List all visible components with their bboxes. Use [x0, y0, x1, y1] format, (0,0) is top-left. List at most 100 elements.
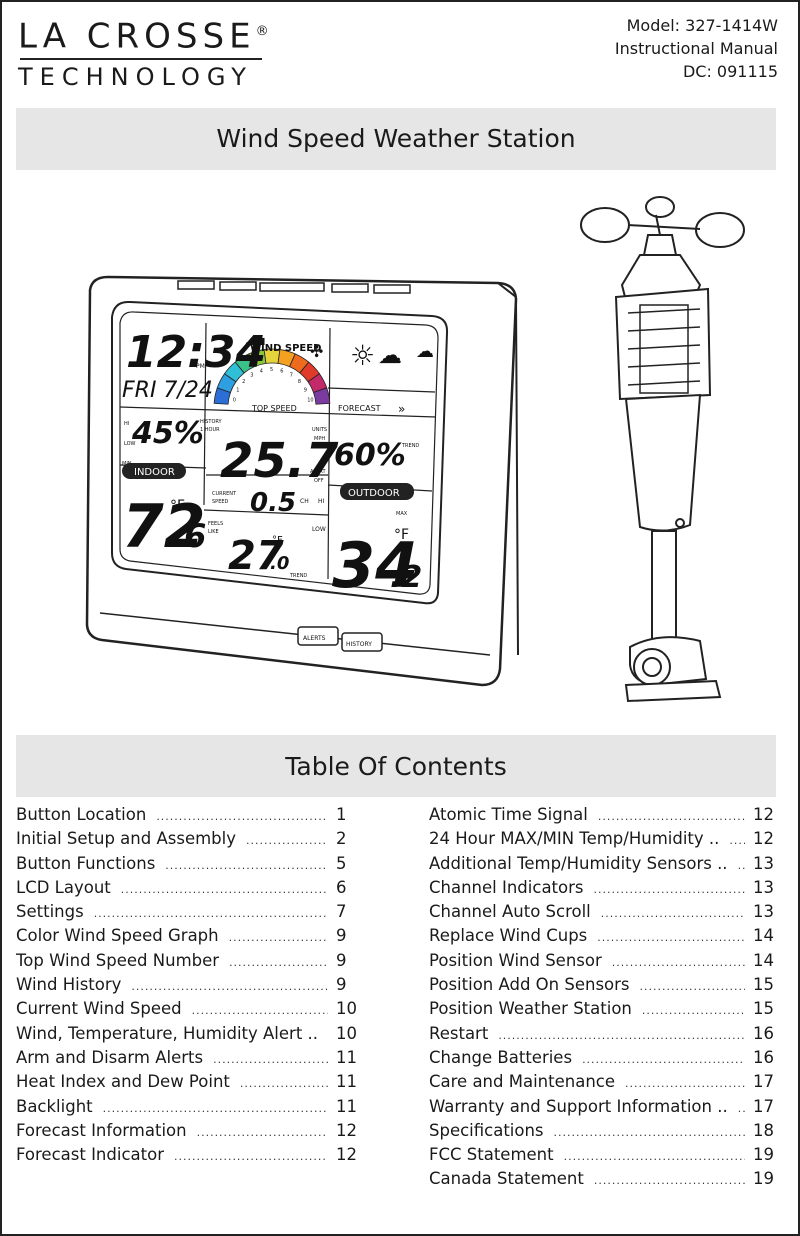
wind-speed-label: WIND SPEED [250, 343, 321, 354]
current-speed-label-2: SPEED [212, 499, 229, 505]
feels-like-unit: °F [272, 535, 283, 546]
toc-entry[interactable]: Arm and Disarm Alerts11 [16, 1048, 362, 1072]
toc-entry-page: 11 [336, 1096, 357, 1116]
brand-logo: LA CROSSE® TECHNOLOGY [18, 14, 269, 90]
toc-leader-dots [197, 1126, 328, 1139]
toc-entry[interactable]: Forecast Indicator12 [16, 1145, 362, 1169]
toc-entry[interactable]: Wind, Temperature, Humidity Alert ..10 [16, 1024, 362, 1048]
toc-entry-page: 14 [753, 926, 774, 946]
toc-entry-title: Current Wind Speed [16, 999, 182, 1019]
toc-entry-title: Channel Indicators [429, 877, 584, 897]
toc-entry-title: Backlight [16, 1096, 93, 1116]
toc-entry[interactable]: Heat Index and Dew Point11 [16, 1072, 362, 1096]
toc-entry[interactable]: Top Wind Speed Number9 [16, 951, 362, 975]
indoor-badge [122, 463, 186, 479]
indoor-humidity: 45% [131, 416, 204, 451]
toc-leader-dots [229, 931, 328, 944]
toc-leader-dots [612, 956, 745, 969]
toc-entry[interactable]: Channel Auto Scroll13 [429, 902, 779, 926]
toc-entry[interactable]: Warranty and Support Information ..17 [429, 1097, 779, 1121]
toc-entry[interactable]: Channel Indicators13 [429, 878, 779, 902]
toc-entry[interactable]: Position Weather Station15 [429, 999, 779, 1023]
history-label: HISTORY [200, 419, 223, 425]
toc-entry-title: Care and Maintenance [429, 1072, 615, 1092]
toc-leader-dots [192, 1004, 328, 1017]
toc-entry[interactable]: Atomic Time Signal 12 [429, 805, 779, 829]
toc-entry[interactable]: 24 Hour MAX/MIN Temp/Humidity ..12 [429, 829, 779, 853]
toc-entry[interactable]: Restart16 [429, 1024, 779, 1048]
sun-icon: ☼ [350, 339, 375, 372]
toc-entry-page: 13 [753, 853, 774, 873]
toc-entry[interactable]: Settings7 [16, 902, 362, 926]
toc-leader-dots [174, 1150, 328, 1163]
toc-entry[interactable]: Position Add On Sensors15 [429, 975, 779, 999]
toc-entry[interactable]: Canada Statement19 [429, 1169, 779, 1193]
toc-entry-title: Color Wind Speed Graph [16, 926, 219, 946]
toc-leader-dots [165, 859, 328, 872]
toc-entry[interactable]: Specifications18 [429, 1121, 779, 1145]
page-title: Wind Speed Weather Station [16, 108, 776, 170]
toc-leader-dots [601, 907, 745, 920]
toc-entry[interactable]: FCC Statement19 [429, 1145, 779, 1169]
toc-entry[interactable]: Position Wind Sensor14 [429, 951, 779, 975]
toc-entry[interactable]: Replace Wind Cups 14 [429, 926, 779, 950]
toc-entry-title: Position Wind Sensor [429, 950, 602, 970]
alerts-button [297, 626, 339, 646]
toc-right-column: Atomic Time Signal 12 24 Hour MAX/MIN Temp… [429, 805, 779, 1194]
toc-entry[interactable]: Forecast Information12 [16, 1121, 362, 1145]
toc-entry[interactable]: Backlight 11 [16, 1097, 362, 1121]
brand-line2: TECHNOLOGY [18, 63, 253, 92]
top-speed-label: TOP SPEED [251, 404, 297, 413]
toc-entry[interactable]: Color Wind Speed Graph9 [16, 926, 362, 950]
toc-leader-dots [625, 1077, 745, 1090]
toc-leader-dots [121, 883, 328, 896]
brand-name: LA CROSSE [18, 16, 256, 57]
toc-entry[interactable]: Change Batteries16 [429, 1048, 779, 1072]
toc-entry-title: Warranty and Support Information .. [429, 1096, 728, 1116]
toc-entry-title: Canada Statement [429, 1169, 584, 1189]
gauge-number: 9 [304, 388, 307, 394]
toc-entry[interactable]: Wind History9 [16, 975, 362, 999]
toc-entry-title: Change Batteries [429, 1047, 573, 1067]
toc-entry[interactable]: Additional Temp/Humidity Sensors ..13 [429, 854, 779, 878]
toc-entry[interactable]: Initial Setup and Assembly2 [16, 829, 362, 853]
toc-entry-title: Atomic Time Signal [429, 805, 588, 824]
registered-mark: ® [255, 24, 269, 39]
signal-icon: ▂▄▆ [245, 336, 265, 345]
toc-entry-page: 7 [336, 902, 347, 922]
manual-label: Instructional Manual [614, 39, 778, 58]
toc-entry-page: 11 [336, 1047, 357, 1067]
history-button-label: HISTORY [346, 641, 372, 648]
toc-entry-title: LCD Layout [16, 877, 111, 897]
current-speed-label-1: CURRENT [212, 491, 237, 497]
toc-leader-dots [213, 1053, 328, 1066]
low-label: LOW [124, 441, 136, 447]
toc-entry[interactable]: Care and Maintenance17 [429, 1072, 779, 1096]
outdoor-badge [340, 483, 414, 500]
toc-entry[interactable]: Button Functions5 [16, 854, 362, 878]
toc-entry-title: Button Functions [16, 853, 156, 873]
ch-label: CH [300, 498, 309, 505]
date-code: DC: 091115 [682, 62, 778, 81]
toc-entry[interactable]: Current Wind Speed10 [16, 999, 362, 1023]
toc-entry-title: Restart [429, 1023, 489, 1043]
gauge-number: 6 [280, 368, 283, 374]
toc-entry-page: 12 [753, 805, 774, 824]
gauge-number: 5 [270, 367, 273, 373]
toc-leader-dots [729, 834, 745, 847]
toc-entry-title: Replace Wind Cups [429, 926, 588, 946]
outdoor-unit: °F [394, 527, 409, 543]
wind-sensor [580, 196, 745, 703]
toc-entry-title: Position Weather Station [429, 999, 632, 1019]
toc-leader-dots [594, 1174, 745, 1187]
model-number: Model: 327-1414W [626, 16, 778, 35]
toc-leader-dots [103, 1102, 328, 1115]
toc-entry[interactable]: Button Location1 [16, 805, 362, 829]
toc-leader-dots [564, 1150, 745, 1163]
hi-label: HI [124, 421, 129, 427]
toc-entry-page: 12 [336, 1145, 357, 1165]
history-button [341, 632, 383, 652]
fan-icon: ✣ [310, 342, 323, 361]
toc-entry[interactable]: LCD Layout6 [16, 878, 362, 902]
